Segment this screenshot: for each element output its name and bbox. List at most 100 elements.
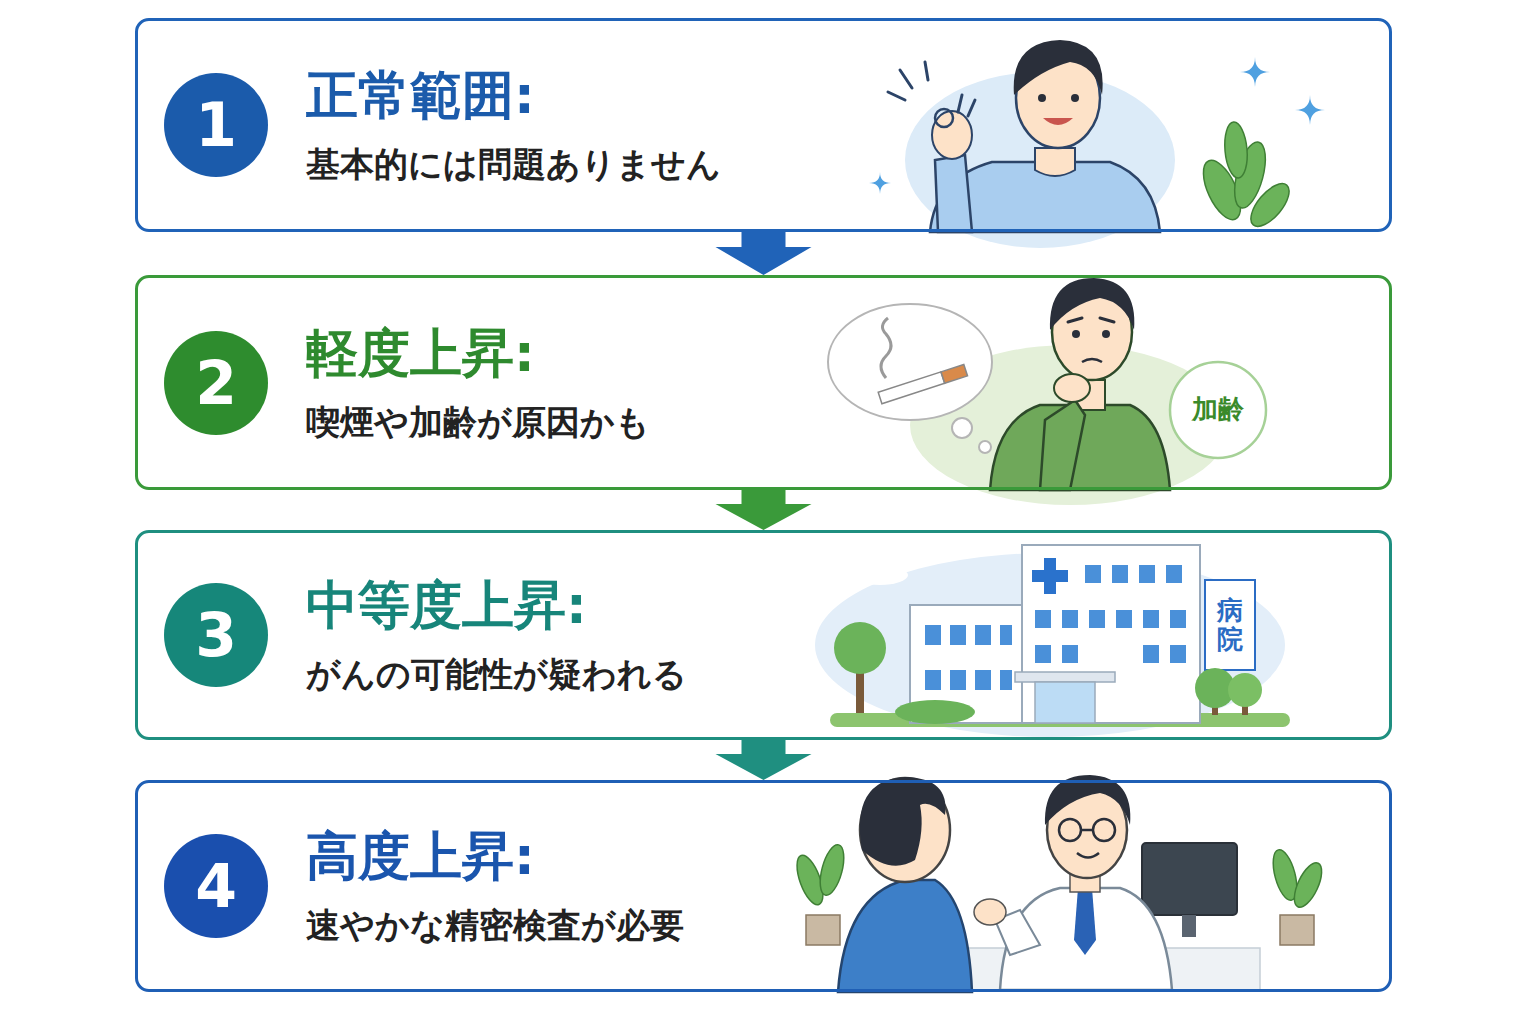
level-box: 2 軽度上昇: 喫煙や加齢が原因かも — [135, 275, 1392, 490]
consultation-illustration-part — [1074, 888, 1096, 955]
text-group: 軽度上昇: 喫煙や加齢が原因かも — [306, 321, 650, 444]
happy-person-illustration-part — [935, 109, 953, 127]
consultation-illustration-part — [974, 899, 1006, 925]
level-description: がんの可能性が疑われる — [306, 652, 687, 696]
happy-person-illustration-part-part — [1244, 177, 1296, 232]
consultation-illustration-part — [860, 777, 946, 866]
hospital-illustration-part-part — [975, 625, 991, 645]
hospital-illustration-part-part — [950, 670, 966, 690]
thinking-person-illustration-part — [828, 304, 992, 420]
hospital-illustration-part — [1015, 672, 1115, 682]
consultation-illustration-part — [1142, 843, 1237, 915]
thinking-person-illustration — [828, 278, 1266, 505]
hospital-illustration-part-part — [1139, 565, 1155, 583]
age-label: 加齢 — [1192, 394, 1244, 425]
hospital-illustration-part — [895, 700, 975, 724]
level-description: 基本的には問題ありません — [306, 142, 721, 186]
consultation-illustration-part — [838, 880, 972, 992]
hospital-illustration-part-part — [950, 625, 966, 645]
hospital-illustration-part-part — [925, 625, 941, 645]
consultation-illustration — [792, 775, 1327, 992]
step-number: 2 — [195, 353, 237, 413]
hospital-illustration-part-part — [1000, 670, 1012, 690]
thinking-person-illustration-part — [878, 364, 967, 403]
level-box: 4 高度上昇:速やかな精密検査が必要 — [135, 780, 1392, 992]
step-number: 1 — [195, 95, 237, 155]
happy-person-illustration-part-part — [1223, 121, 1250, 179]
consultation-illustration-part — [1093, 819, 1115, 841]
level-box: 3中等度上昇:がんの可能性が疑われる — [135, 530, 1392, 740]
happy-person-illustration-part — [1014, 40, 1103, 95]
consultation-illustration-part — [1280, 915, 1314, 945]
thinking-person-illustration-part — [979, 441, 991, 453]
consultation-illustration-part — [1077, 853, 1099, 858]
happy-person-illustration — [869, 40, 1325, 248]
happy-person-illustration-part — [1240, 57, 1270, 87]
text-group: 高度上昇:速やかな精密検査が必要 — [306, 824, 684, 947]
hospital-illustration-part-part — [1116, 610, 1132, 628]
hospital-illustration-part — [852, 565, 908, 585]
hospital-illustration-part-part — [1166, 565, 1182, 583]
hospital-illustration-part-part — [1035, 610, 1051, 628]
hospital-illustration-part-part — [1062, 610, 1078, 628]
happy-person-illustration-part — [1038, 94, 1046, 102]
step-number-circle: 3 — [164, 583, 268, 687]
hospital-illustration-part-part — [1085, 565, 1101, 583]
hospital-illustration-part — [1205, 580, 1255, 670]
level-description: 速やかな精密検査が必要 — [306, 903, 684, 947]
hospital-illustration-part — [1228, 673, 1262, 707]
hospital-illustration-part-part — [1170, 610, 1186, 628]
hospital-illustration-part-part — [1170, 645, 1186, 663]
step-number-circle: 2 — [164, 331, 268, 435]
thinking-person-illustration-part — [952, 418, 972, 438]
thinking-person-illustration-part — [1068, 318, 1114, 322]
happy-person-illustration-part — [1035, 148, 1075, 176]
consultation-illustration-part — [1081, 829, 1093, 832]
happy-person-illustration-part — [1043, 118, 1073, 125]
happy-person-illustration-part — [888, 62, 928, 100]
consultation-illustration-part-part — [816, 842, 849, 897]
text-group: 正常範囲: 基本的には問題ありません — [306, 63, 721, 186]
hospital-illustration-part — [925, 625, 1012, 690]
thinking-person-illustration-part — [881, 318, 891, 378]
hospital-illustration-part — [815, 553, 1285, 737]
hospital-illustration-part-part — [1143, 645, 1159, 663]
happy-person-illustration-part — [869, 172, 891, 194]
hospital-illustration-part-part — [1089, 610, 1105, 628]
hospital-illustration-part — [1022, 545, 1200, 723]
hospital-sign: 病院 — [1217, 596, 1243, 653]
hospital-illustration-part-part — [975, 670, 991, 690]
thinking-person-illustration-part — [1040, 400, 1085, 490]
level-box: 1 正常範囲: 基本的には問題ありません — [135, 18, 1392, 232]
step-number: 4 — [195, 856, 237, 916]
happy-person-illustration-part — [958, 95, 975, 116]
consultation-illustration-part-part — [1289, 859, 1327, 911]
hospital-illustration — [815, 545, 1290, 737]
hospital-illustration-part-part — [925, 670, 941, 690]
step-number-circle: 4 — [164, 834, 268, 938]
hospital-illustration-part-part — [1112, 565, 1128, 583]
happy-person-illustration-part — [1071, 94, 1079, 102]
thinking-person-illustration-part — [1170, 362, 1266, 458]
level-title: 軽度上昇: — [306, 321, 650, 386]
level-description: 喫煙や加齢が原因かも — [306, 400, 650, 444]
step-number-circle: 1 — [164, 73, 268, 177]
flow-arrow — [716, 232, 812, 275]
happy-person-illustration-part — [935, 155, 972, 232]
step-number: 3 — [195, 605, 237, 665]
happy-person-illustration-part — [1196, 121, 1296, 232]
hospital-illustration-part-part — [1062, 645, 1078, 663]
hospital-illustration-part — [1035, 682, 1095, 723]
level-title: 正常範囲: — [306, 63, 721, 128]
thinking-person-illustration-part-part — [941, 364, 968, 383]
hospital-illustration-part — [1032, 570, 1068, 582]
consultation-illustration-part — [806, 915, 840, 945]
thinking-person-illustration-part-part — [878, 372, 944, 404]
hospital-illustration-part — [1035, 565, 1186, 663]
hospital-illustration-part-part — [1143, 610, 1159, 628]
hospital-illustration-part-part — [1000, 625, 1012, 645]
thinking-person-illustration-part — [1050, 278, 1134, 330]
consultation-illustration-part — [860, 778, 950, 882]
happy-person-illustration-part — [1295, 95, 1325, 125]
